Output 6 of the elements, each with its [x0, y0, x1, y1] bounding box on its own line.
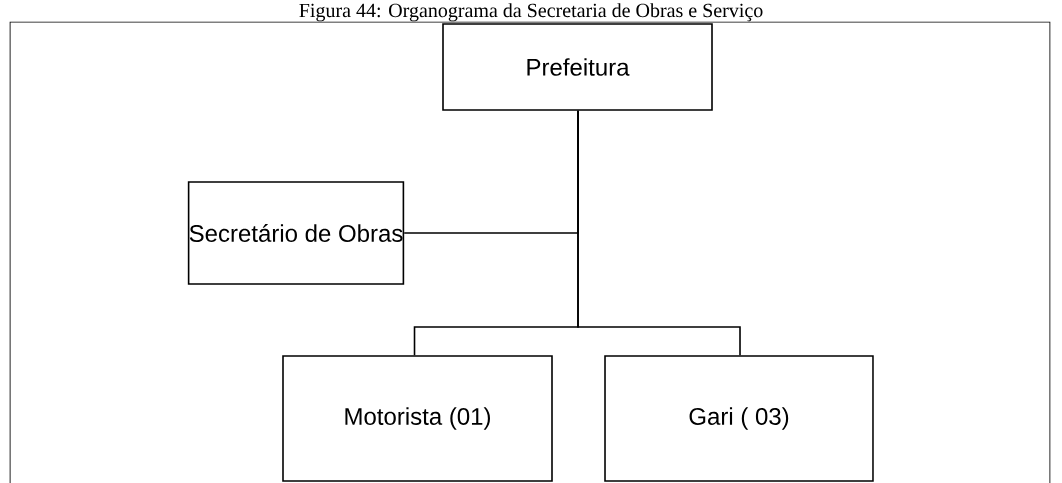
- org-box: Motorista (01): [282, 355, 553, 482]
- figure-title: Figura 44: Organograma da Secretaria de Obras e Serviço: [299, 3, 763, 22]
- org-box: Prefeitura: [442, 23, 713, 111]
- connector-line: [577, 110, 741, 356]
- org-box: Gari ( 03): [604, 355, 874, 482]
- org-box: Secretário de Obras: [187, 181, 405, 285]
